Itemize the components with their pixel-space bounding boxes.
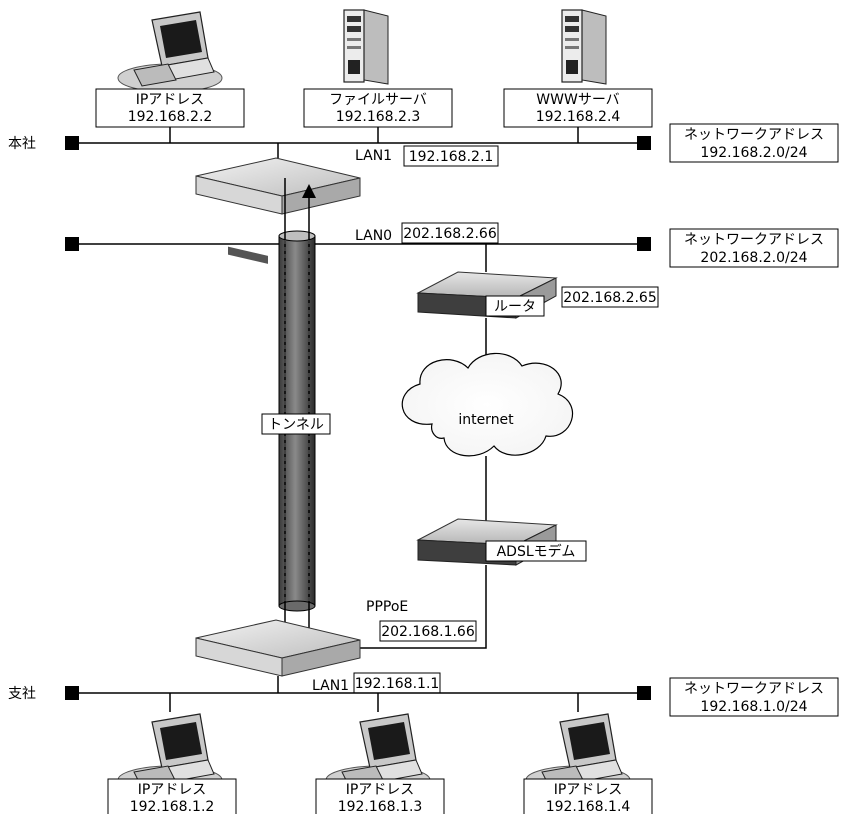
hq-lan1-ip-box: 192.168.2.1 (404, 146, 498, 166)
cloud-label: internet (458, 412, 514, 428)
www-server-ip: 192.168.2.4 (536, 109, 621, 125)
router-label-box: ルータ (486, 296, 544, 316)
hq-lan1-ip: 192.168.2.1 (409, 149, 494, 165)
branch-lan1-ip-box: 192.168.1.1 (354, 673, 440, 693)
router-ip: 202.168.2.65 (563, 290, 657, 306)
modem-label-box: ADSLモデム (486, 541, 586, 561)
hq-network0-label: ネットワークアドレス (684, 232, 824, 248)
branch-pc-3-ip: 192.168.1.4 (546, 799, 631, 814)
file-server-icon (344, 10, 388, 84)
branch-network-address: 192.168.1.0/24 (700, 699, 807, 715)
tunnel-label: トンネル (268, 417, 324, 433)
branch-pppoe-label: PPPoE (366, 599, 408, 615)
branch-pc-1-label: IPアドレス (138, 782, 207, 798)
hq-pc-label: IPアドレス (136, 92, 205, 108)
branch-pc-3-label: IPアドレス (554, 782, 623, 798)
branch-pc-1-ip: 192.168.1.2 (130, 799, 215, 814)
branch-lan1-label: LAN1 (312, 678, 349, 694)
branch-router-icon (196, 620, 360, 676)
file-server-label-box: ファイルサーバ 192.168.2.3 (304, 89, 452, 127)
hq-lan0-ip: 202.168.2.66 (403, 226, 497, 242)
branch-pc-2-label-box: IPアドレス 192.168.1.3 (316, 779, 444, 814)
hq-pc-icon (118, 12, 222, 92)
hq-router-icon (196, 158, 360, 264)
branch-pc-2-ip: 192.168.1.3 (338, 799, 423, 814)
internet-cloud-icon (402, 353, 572, 455)
branch-pppoe-ip: 202.168.1.66 (381, 624, 475, 640)
router-label: ルータ (494, 299, 536, 315)
hq-network1-address: 192.168.2.0/24 (700, 145, 807, 161)
hq-lan0-ip-box: 202.168.2.66 (402, 223, 498, 243)
hq-pc-ip: 192.168.2.2 (128, 109, 213, 125)
hq-network1-label: ネットワークアドレス (684, 127, 824, 143)
www-server-icon (562, 10, 606, 84)
hq-pc-label-box: IPアドレス 192.168.2.2 (96, 89, 244, 127)
hq-site-label: 本社 (8, 136, 36, 152)
branch-pc-3-label-box: IPアドレス 192.168.1.4 (524, 779, 652, 814)
hq-network0-address: 202.168.2.0/24 (700, 250, 807, 266)
hq-network0-box: ネットワークアドレス 202.168.2.0/24 (670, 229, 838, 267)
modem-label: ADSLモデム (497, 543, 576, 560)
branch-pppoe-ip-box: 202.168.1.66 (380, 621, 476, 641)
branch-pc-1-label-box: IPアドレス 192.168.1.2 (108, 779, 236, 814)
router-ip-box: 202.168.2.65 (562, 287, 658, 307)
tunnel-label-box: トンネル (262, 414, 330, 434)
www-server-label: WWWサーバ (536, 92, 619, 108)
branch-pc-2-label: IPアドレス (346, 782, 415, 798)
file-server-ip: 192.168.2.3 (336, 109, 421, 125)
www-server-label-box: WWWサーバ 192.168.2.4 (504, 89, 652, 127)
hq-lan0-label: LAN0 (355, 228, 392, 244)
hq-lan1-label: LAN1 (355, 148, 392, 164)
branch-network-box: ネットワークアドレス 192.168.1.0/24 (670, 678, 838, 716)
branch-lan1-ip: 192.168.1.1 (355, 676, 440, 692)
branch-site-label: 支社 (8, 686, 36, 702)
file-server-label: ファイルサーバ (329, 92, 427, 108)
branch-network-label: ネットワークアドレス (684, 681, 824, 697)
hq-network1-box: ネットワークアドレス 192.168.2.0/24 (670, 124, 838, 162)
